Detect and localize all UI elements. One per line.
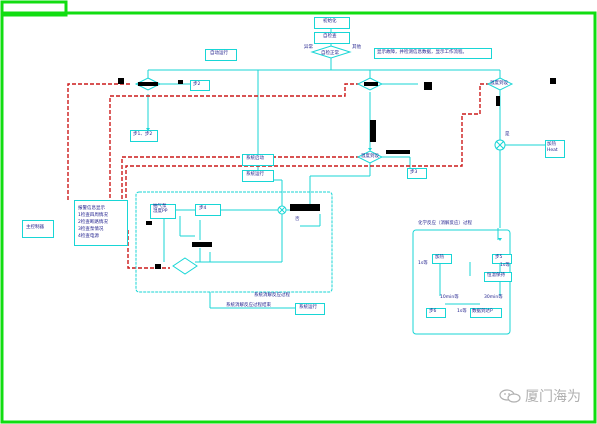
abnormal-label: 异常: [304, 45, 313, 50]
r-node-f: [470, 308, 502, 318]
wechat-icon: [499, 389, 521, 403]
loop-note: 系统消解反应过程结束: [226, 303, 271, 308]
temp-reach-1: 温度到设: [490, 81, 508, 86]
node-step2-label: 步2: [193, 82, 201, 87]
top-tab: [0, 0, 68, 17]
t-label-4: 30min等: [484, 295, 503, 300]
watermark-text: 厦门海为: [525, 389, 581, 405]
decision-3: [486, 77, 514, 91]
outer-frame: [0, 11, 597, 424]
warn-line-3: 3检查泵情况: [78, 227, 104, 232]
r-node-a-label: 加热: [435, 255, 444, 260]
t-label-5: 1s等: [457, 309, 467, 314]
r-node-b: [492, 254, 512, 264]
warn-title: 报警信息显示: [78, 206, 105, 211]
warn-line-1: 1检查四周情况: [78, 213, 108, 218]
node-system-start-label: 系统启动: [246, 156, 264, 161]
redactions: [118, 78, 556, 269]
node-self-check: [314, 32, 350, 44]
node-init: [314, 17, 350, 29]
decision-check-label: 自检正常: [321, 51, 339, 56]
heater-right2-label: Heat: [547, 148, 558, 153]
warn-line-4: 4检查电源: [78, 234, 99, 239]
node-pump-label: 抽气泵: [153, 204, 167, 209]
node-step4: [195, 204, 221, 216]
node-step3: [407, 168, 427, 179]
node-init-label: 初始化: [323, 19, 337, 24]
r-node-d-label: 步6: [429, 309, 437, 314]
node-step4-label: 步4: [199, 206, 207, 211]
node-sys-run-end: [295, 303, 325, 315]
r-node-f-label: 数据到达P: [472, 309, 493, 314]
yes-label: 是: [505, 132, 510, 137]
node-system-start: [242, 154, 274, 166]
main-process-box: [135, 191, 333, 293]
r-node-c-label: 恒温保持: [487, 273, 505, 278]
node-self-check-label: 自检查: [323, 34, 337, 39]
decision-check: [310, 45, 352, 59]
node-warn: [74, 200, 128, 246]
node-auto-run-label: 自动运行: [210, 51, 228, 56]
watermark: 厦门海为: [499, 386, 581, 406]
node-step1-label: 步1、步2: [133, 132, 153, 137]
node-step2: [190, 80, 210, 91]
connectors: [147, 28, 545, 309]
node-auto-run: [205, 49, 237, 61]
reaction-box: [412, 229, 511, 335]
t-label-1: 1s等: [418, 261, 428, 266]
node-dry-block-label: 湿度PP: [153, 209, 168, 214]
node-system-run: [242, 170, 274, 182]
r-node-a: [432, 254, 452, 264]
other-label: 其他: [352, 45, 361, 50]
t-label-3: 10min等: [440, 295, 459, 300]
decision-5: [172, 257, 198, 275]
sys-run-end-label: 系统运行: [299, 305, 317, 310]
r-node-b-label: 步5: [495, 255, 503, 260]
node-step3-label: 步3: [410, 170, 418, 175]
r-node-d: [426, 308, 446, 318]
node-heater-right: [545, 140, 565, 158]
warn-line-2: 2检查断路情况: [78, 220, 108, 225]
main-box-caption: 系统消解反应过程: [254, 293, 290, 298]
decision-4: [356, 150, 384, 164]
left-note-label: 主控制器: [26, 225, 44, 230]
reaction-title: 化学反应（消解反应）过程: [418, 221, 472, 226]
heater-right-label: 加热: [547, 142, 556, 147]
node-system-run-label: 系统运行: [246, 172, 264, 177]
node-result-fault-label: 显示故障，并检测信息数据，显示工作流程。: [377, 50, 467, 55]
node-left-note: [22, 220, 54, 238]
r-node-c: [484, 272, 512, 282]
no-label: 否: [295, 217, 300, 222]
node-dry-block: [150, 204, 176, 219]
node-result-fault: [374, 48, 492, 59]
t-label-2: 1s等: [500, 263, 510, 268]
temp-reach-2: 温度到设: [361, 154, 379, 159]
node-step1: [130, 130, 158, 142]
